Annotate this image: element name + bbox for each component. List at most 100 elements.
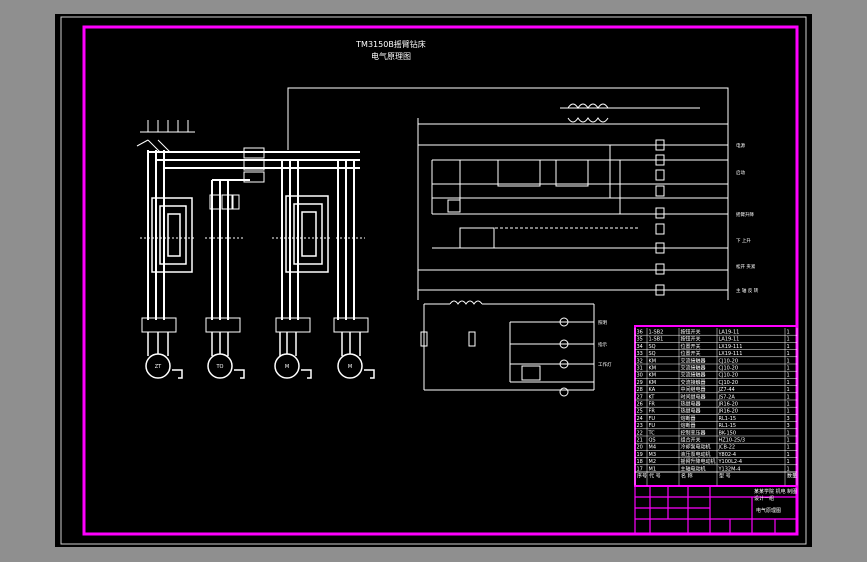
row-label-5: 松开 夹紧: [736, 263, 756, 270]
table-cell: RL1-15: [719, 416, 737, 422]
table-cell: 20: [637, 445, 643, 451]
table-cell: SQ: [649, 344, 656, 350]
sheet-outer-border: [60, 16, 807, 545]
table-cell: FU: [649, 416, 656, 422]
table-cell: 按钮开关: [681, 336, 701, 343]
table-cell: 32: [637, 358, 643, 364]
row-label-6: 主 轴 反 转: [736, 287, 759, 294]
table-cell: 22: [637, 430, 643, 436]
row-label-2: 启动: [736, 169, 745, 176]
table-header-cell: 数量: [787, 473, 797, 480]
table-cell: Y100L2-4: [718, 459, 743, 465]
table-cell: FR: [649, 409, 656, 415]
table-cell: 熔断器: [681, 422, 696, 429]
motor-label-2: TO: [216, 364, 224, 370]
row-label-1: 电源: [736, 142, 745, 149]
table-cell: M3: [649, 452, 657, 458]
table-cell: KM: [649, 358, 657, 364]
table-cell: 1: [787, 344, 790, 350]
table-cell: 热继电器: [681, 401, 701, 408]
table-cell: 23: [637, 423, 643, 429]
busbars: [147, 150, 360, 320]
table-cell: KA: [649, 387, 656, 393]
table-cell: 1: [787, 337, 790, 343]
table-cell: 按钮开关: [681, 329, 701, 336]
table-cell: 31: [637, 366, 643, 372]
table-header-cell: 型 号: [719, 473, 731, 480]
drawing-title: TM3150B摇臂钻床: [355, 39, 426, 49]
control-row-labels: 电源 启动 摇臂升降 下 上升 松开 夹紧 主 轴 反 转: [736, 142, 759, 294]
table-cell: 位置开关: [681, 350, 701, 357]
table-cell: BK-150: [719, 430, 737, 436]
table-cell: 35: [637, 337, 643, 343]
table-cell: JR16-20: [718, 402, 738, 408]
table-cell: 1: [787, 373, 790, 379]
table-cell: 控制变压器: [681, 429, 706, 436]
table-cell: 摇臂升降电动机: [681, 458, 716, 465]
motor-labels: ZT TO M M: [155, 364, 352, 370]
table-cell: 1: [787, 394, 790, 400]
table-cell: 1-SB2: [649, 330, 664, 336]
table-cell: 1: [787, 438, 790, 444]
table-cell: KT: [649, 394, 656, 400]
table-cell: Y132M-4: [718, 466, 741, 472]
table-cell: CJ10-20: [719, 373, 739, 379]
table-cell: KM: [649, 380, 657, 386]
table-cell: 1: [787, 387, 790, 393]
drawing-sheet: [55, 14, 812, 547]
lamp-labels: 照明 指示 工作灯: [598, 320, 612, 368]
control-circuit: [287, 87, 729, 300]
indicator-lamps: [559, 317, 569, 397]
table-cell: 液压泵电动机: [681, 451, 711, 458]
table-cell: 交流接触器: [681, 357, 706, 364]
table-cell: LX19-111: [719, 351, 743, 357]
reversing-loops: [151, 195, 329, 273]
table-cell: 1: [787, 380, 790, 386]
table-cell: QS: [649, 438, 656, 444]
table-cell: 1: [787, 330, 790, 336]
table-cell: KM: [649, 366, 657, 372]
table-cell: LA19-11: [719, 337, 740, 343]
table-cell: 主轴电动机: [681, 465, 706, 472]
relay-coils: [655, 139, 665, 296]
table-cell: 1: [787, 366, 790, 372]
table-cell: 1: [787, 402, 790, 408]
drawing-frame-border: [82, 25, 799, 536]
table-cell: M4: [649, 445, 657, 451]
table-cell: 3: [787, 423, 790, 429]
table-cell: 21: [637, 438, 643, 444]
table-cell: JCB-22: [718, 445, 736, 451]
table-cell: 冷却泵电动机: [681, 444, 711, 451]
lighting-circuit: [420, 300, 595, 397]
title-block-project-1: 某某学院 机电 制图: [754, 488, 797, 495]
control-contacts: [470, 123, 640, 249]
table-cell: 1: [787, 409, 790, 415]
table-cell: SQ: [649, 351, 656, 357]
lamp-label-1: 照明: [598, 320, 607, 326]
lamp-label-3: 工作灯: [598, 361, 612, 368]
table-header-cell: 序号: [637, 473, 647, 480]
motors: [145, 332, 375, 379]
table-header-cell: 名 称: [681, 473, 693, 480]
table-cell: 中间继电器: [681, 386, 706, 393]
drawing-subtitle: 电气原理图: [371, 51, 411, 61]
table-cell: 27: [637, 394, 643, 400]
motor-label-3: M: [285, 364, 289, 370]
ladder-rungs: [418, 144, 728, 291]
motor-label-1: ZT: [155, 364, 162, 370]
